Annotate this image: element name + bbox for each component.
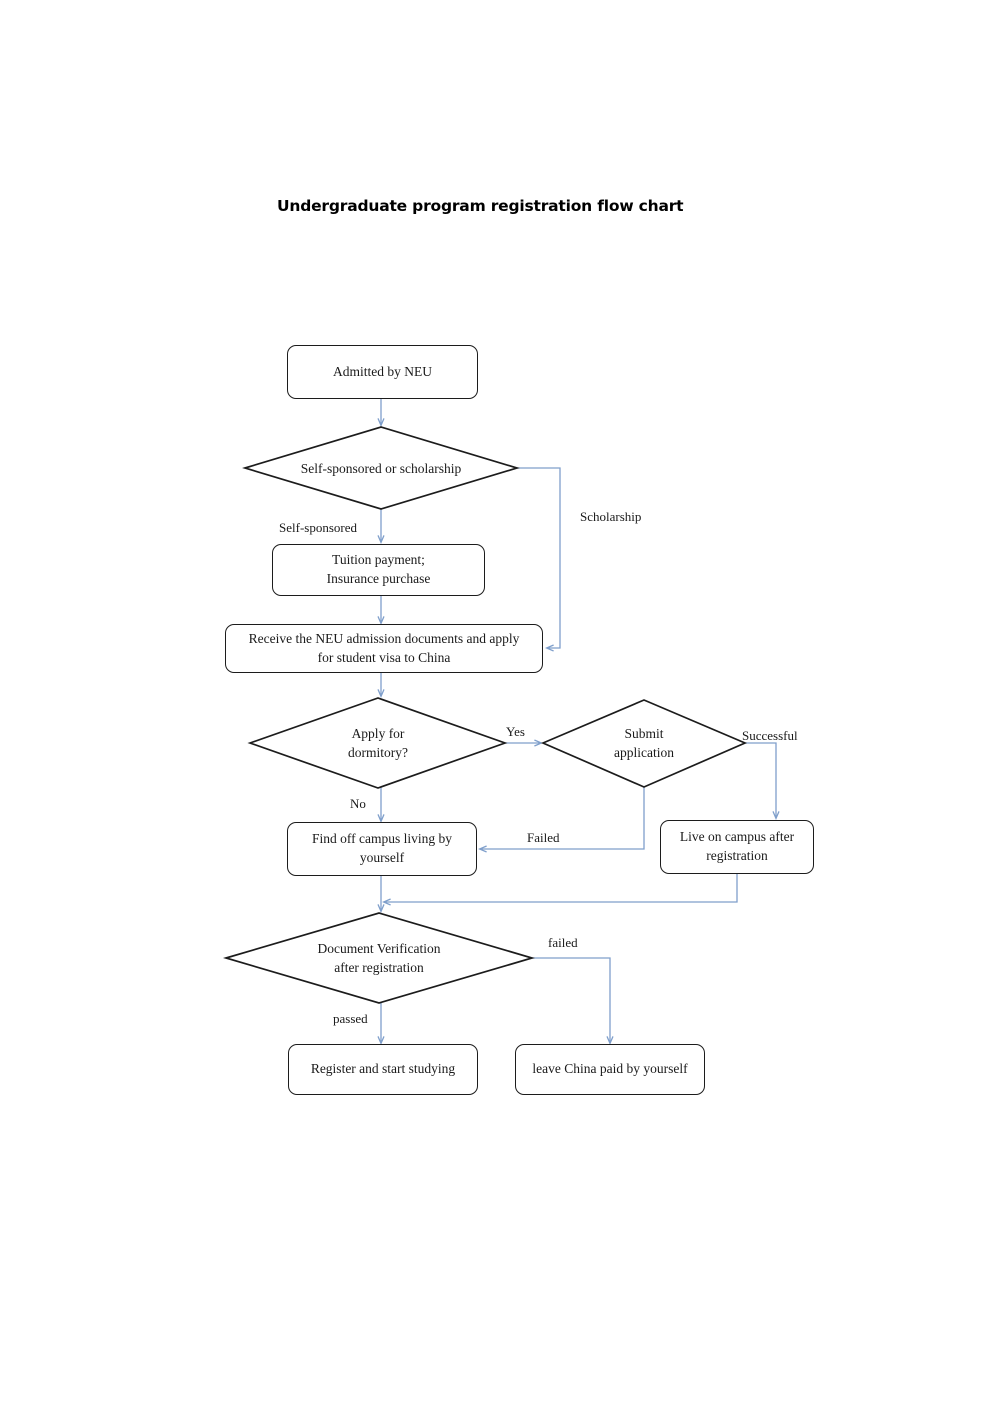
node-label-wrap: Tuition payment; Insurance purchase bbox=[327, 551, 431, 588]
node-label-line2: Insurance purchase bbox=[326, 571, 431, 586]
node-receive-admission-documents[interactable]: Receive the NEU admission documents and … bbox=[225, 624, 543, 673]
node-label: leave China paid by yourself bbox=[532, 1061, 688, 1077]
diamond-verification bbox=[222, 912, 536, 1004]
edge-successful-to-oncampus bbox=[745, 742, 776, 818]
edge-label-failed-verification: failed bbox=[548, 935, 578, 950]
edge-label-successful: Successful bbox=[742, 728, 798, 743]
diamond-sponsor-decision bbox=[242, 426, 520, 510]
edge-failed-to-offcampus bbox=[480, 787, 645, 849]
diamond-submit-application bbox=[540, 699, 748, 788]
edge-scholarship bbox=[517, 467, 561, 648]
edge-label-yes: Yes bbox=[506, 724, 525, 739]
node-label-line1: Tuition payment; bbox=[332, 552, 425, 568]
node-label: Register and start studying bbox=[310, 1061, 456, 1077]
edge-label-passed: passed bbox=[333, 1011, 368, 1026]
edge-oncampus-to-verification bbox=[384, 874, 738, 902]
node-admitted-by-neu[interactable]: Admitted by NEU bbox=[287, 345, 478, 399]
node-label-line2: registration bbox=[706, 848, 768, 863]
node-label-line2: yourself bbox=[359, 850, 405, 865]
node-find-off-campus-living[interactable]: Find off campus living by yourself bbox=[287, 822, 477, 876]
page-title: Undergraduate program registration flow … bbox=[277, 197, 684, 215]
node-label: Admitted by NEU bbox=[333, 363, 432, 379]
node-live-on-campus[interactable]: Live on campus after registration bbox=[660, 820, 814, 874]
edge-label-no: No bbox=[350, 796, 366, 811]
edge-label-self-sponsored: Self-sponsored bbox=[279, 520, 357, 535]
edge-label-failed-dorm: Failed bbox=[527, 830, 560, 845]
node-label-line1: Find off campus living by bbox=[312, 831, 452, 847]
node-label-line1: Receive the NEU admission documents and … bbox=[248, 630, 520, 646]
node-tuition-insurance[interactable]: Tuition payment; Insurance purchase bbox=[272, 544, 485, 596]
edge-failed-to-leave bbox=[532, 957, 610, 1043]
edge-label-scholarship: Scholarship bbox=[580, 509, 642, 524]
node-label-wrap: Find off campus living by yourself bbox=[312, 830, 452, 867]
node-label-wrap: Live on campus after registration bbox=[680, 828, 794, 865]
node-label-line2: for student visa to China bbox=[317, 649, 451, 665]
node-label-line1: Live on campus after bbox=[679, 829, 795, 845]
node-leave-china[interactable]: leave China paid by yourself bbox=[515, 1044, 705, 1095]
node-register-and-start-studying[interactable]: Register and start studying bbox=[288, 1044, 478, 1095]
diamond-dormitory-decision bbox=[247, 697, 508, 789]
node-label-wrap: Receive the NEU admission documents and … bbox=[249, 630, 520, 667]
